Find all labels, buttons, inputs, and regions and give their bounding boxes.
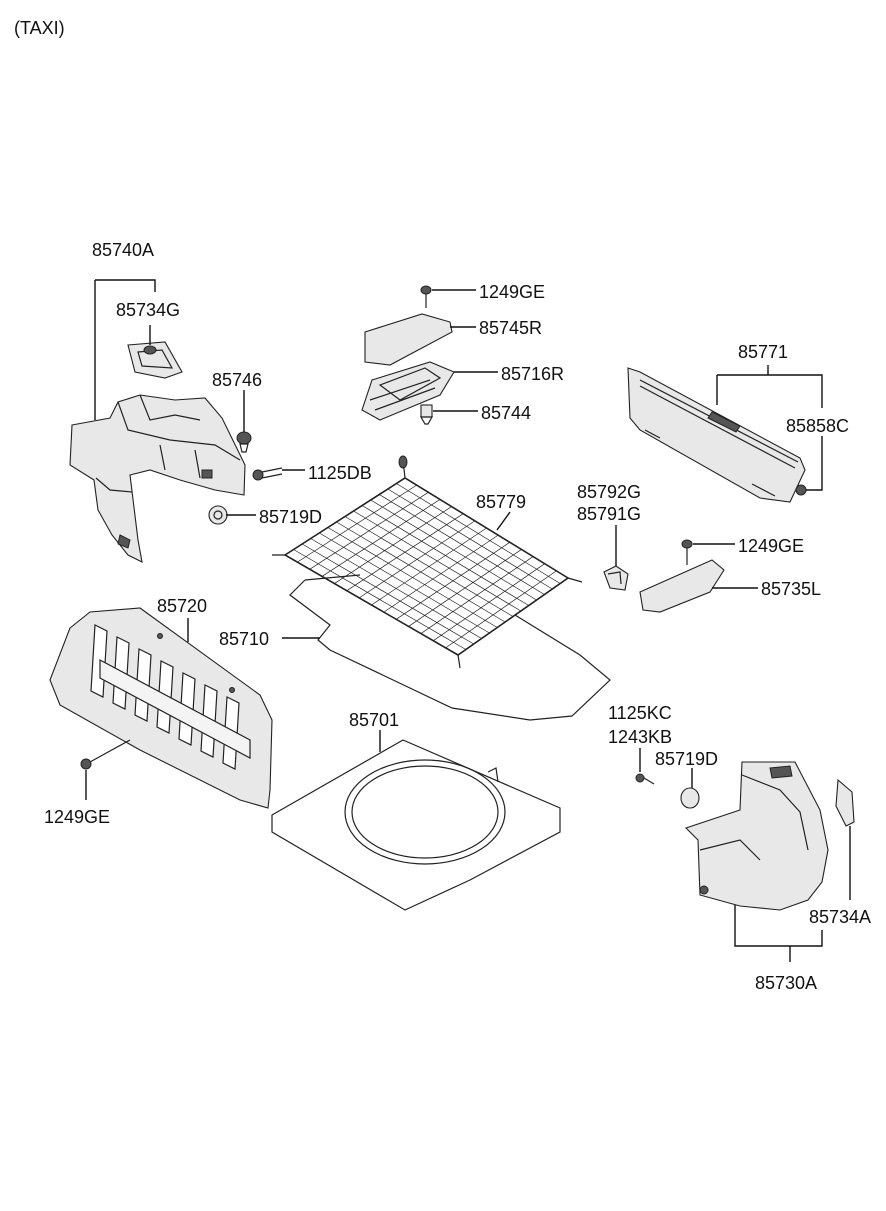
screw-part-1249ge-top xyxy=(420,285,432,308)
clip-part-85746 xyxy=(236,431,252,453)
label-1249ge-left: 1249GE xyxy=(44,807,110,827)
cargo-net-part-85779 xyxy=(272,455,583,669)
nut-part-85744 xyxy=(419,404,434,425)
bolt-part-1125kc xyxy=(635,773,655,785)
label-85735l: 85735L xyxy=(761,579,821,599)
bracket-part-85792g xyxy=(603,565,629,591)
label-85730a: 85730A xyxy=(755,973,817,993)
label-1125db: 1125DB xyxy=(308,463,372,483)
leader-85740a xyxy=(94,279,156,420)
label-85745r: 85745R xyxy=(479,318,542,338)
label-85734a: 85734A xyxy=(809,907,871,927)
leader-85771 xyxy=(716,365,823,408)
grommet-part-85719d-right xyxy=(680,787,700,809)
label-85710: 85710 xyxy=(219,629,269,649)
gasket-part-85734g xyxy=(127,341,183,379)
label-85858c: 85858C xyxy=(786,416,849,436)
luggage-floor-part-85701 xyxy=(271,739,561,911)
bolt-part-1125db xyxy=(252,467,283,481)
leader-85858c xyxy=(806,436,823,491)
label-85792g: 85792G xyxy=(577,482,641,502)
label-1125kc: 1125KC xyxy=(608,703,672,723)
label-1249ge-top: 1249GE xyxy=(479,282,545,302)
screw-part-1249ge-right xyxy=(681,539,693,565)
gasket-part-85734a xyxy=(835,778,855,827)
leader-85779 xyxy=(496,511,511,531)
label-85716r: 85716R xyxy=(501,364,564,384)
screw-part-1249ge-left xyxy=(80,739,131,770)
right-side-trim-part-85730a xyxy=(684,761,829,911)
label-1249ge-right: 1249GE xyxy=(738,536,804,556)
panel-part-85735l xyxy=(639,559,725,613)
label-85701: 85701 xyxy=(349,710,399,730)
label-85720: 85720 xyxy=(157,596,207,616)
label-85719d-left: 85719D xyxy=(259,507,322,527)
label-85740a: 85740A xyxy=(92,240,154,260)
label-85791g: 85791G xyxy=(577,504,641,524)
trunk-trim-part-85771 xyxy=(627,367,806,503)
label-85744: 85744 xyxy=(481,403,531,423)
grommet-part-85719d-left xyxy=(208,505,228,525)
leader-85730a xyxy=(734,905,823,962)
trunk-mat-part-85710 xyxy=(289,574,611,721)
partition-part-85720 xyxy=(49,607,273,809)
clip-part-85858c xyxy=(795,484,807,496)
variant-label: (TAXI) xyxy=(14,18,65,38)
label-1243kb: 1243KB xyxy=(608,727,672,747)
label-85746: 85746 xyxy=(212,370,262,390)
label-85779: 85779 xyxy=(476,492,526,512)
label-85734g: 85734G xyxy=(116,300,180,320)
cover-part-85745r xyxy=(364,313,453,366)
bracket-part-85716r xyxy=(361,361,455,421)
label-85771: 85771 xyxy=(738,342,788,362)
label-85719d-right: 85719D xyxy=(655,749,718,769)
left-side-trim-part xyxy=(69,394,246,563)
